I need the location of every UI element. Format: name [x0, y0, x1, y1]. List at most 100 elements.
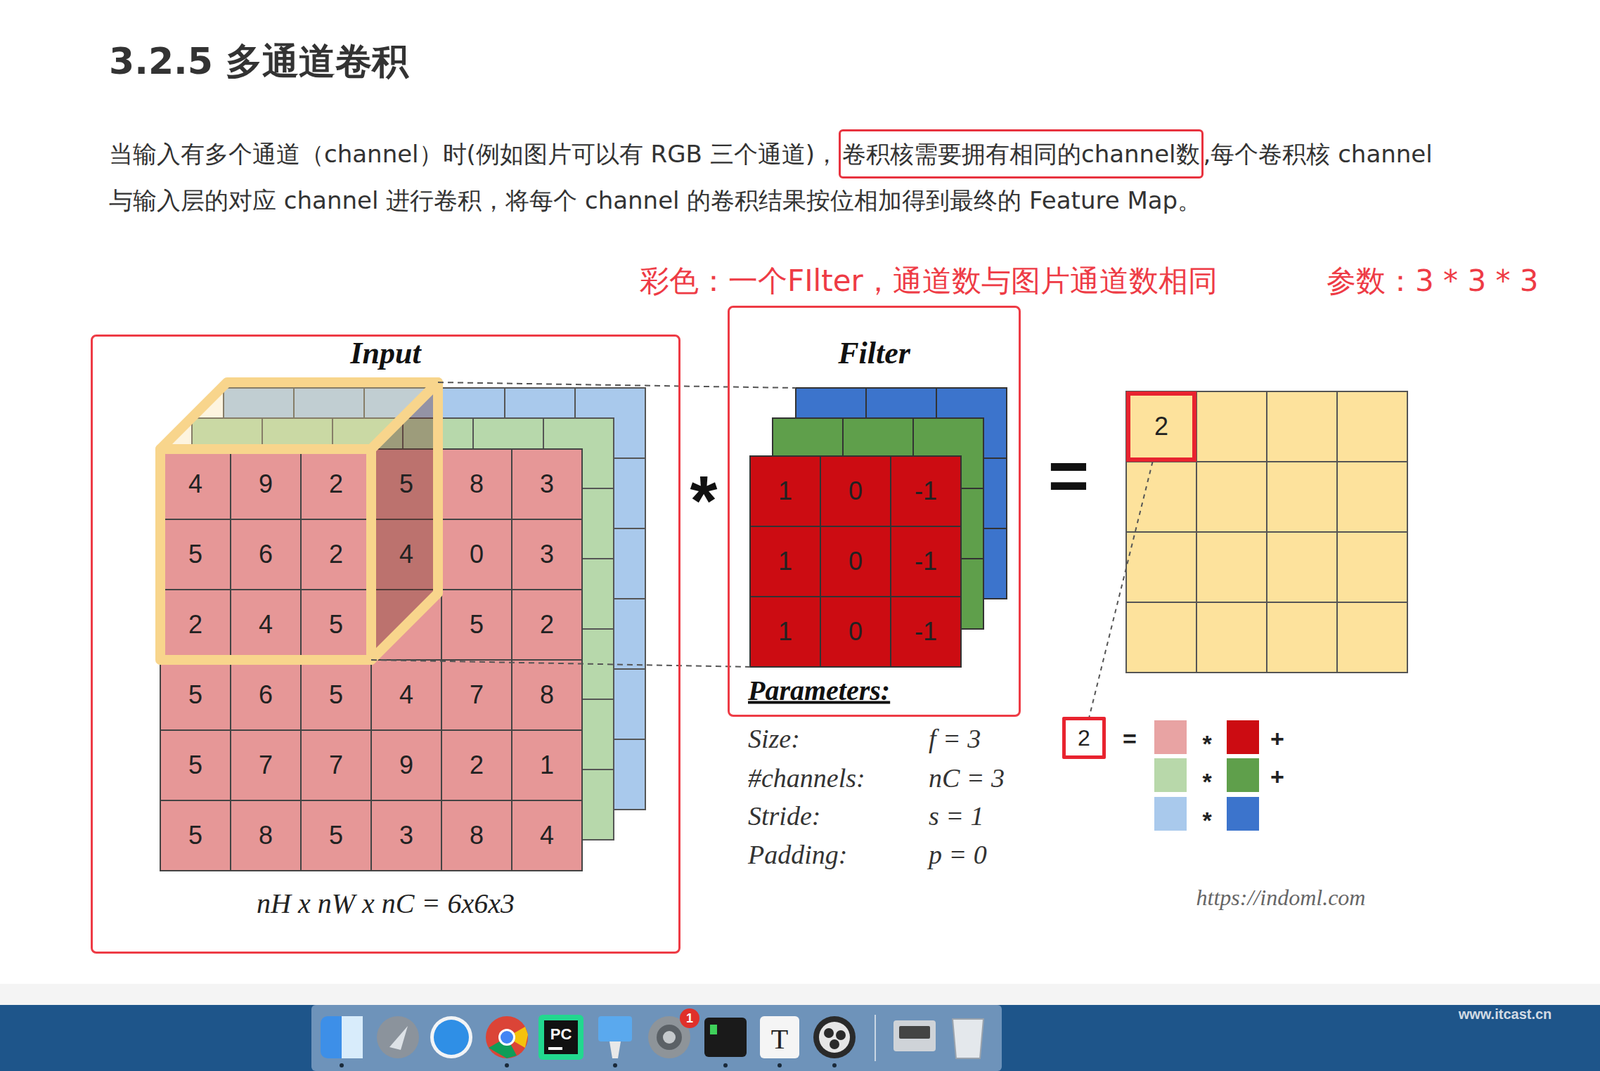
filter-value: 1 — [778, 617, 793, 647]
parameters-heading: Parameters: — [747, 674, 890, 708]
input-red-cell — [511, 519, 583, 590]
result-cell — [1337, 391, 1408, 462]
color-swatch — [1154, 758, 1187, 793]
filter-frame: Filter — [727, 305, 1021, 718]
result-cell — [1196, 461, 1267, 533]
input-red-cell — [230, 660, 301, 731]
input-red-cell — [160, 800, 231, 872]
input-value: 5 — [328, 610, 344, 640]
input-value: 9 — [399, 750, 414, 781]
input-value: 7 — [258, 750, 273, 781]
filter-value: 0 — [848, 546, 863, 577]
input-red-cell — [160, 589, 231, 661]
input-value: 5 — [188, 821, 203, 851]
keynote-icon — [598, 1016, 632, 1042]
input-red-cell — [511, 449, 583, 520]
filter-red-cell — [820, 456, 891, 527]
cube-top-edge — [160, 382, 438, 450]
result-cell — [1266, 602, 1338, 673]
pycharm-icon — [544, 1020, 578, 1055]
obs-icon — [829, 1039, 840, 1050]
highlight-text: 卷积核需要拥有相同的channel数 — [842, 139, 1200, 169]
running-dot — [832, 1063, 837, 1068]
input-red-cell — [371, 660, 442, 731]
input-value: 3 — [539, 539, 554, 570]
input-value: 5 — [188, 750, 203, 781]
color-swatch — [1226, 758, 1260, 793]
filter-red-cell — [750, 456, 821, 527]
value-box: 2 — [1062, 717, 1106, 760]
pycharm-icon — [548, 1047, 563, 1051]
guide-line — [371, 660, 751, 668]
node-heading: 2 — [1154, 411, 1169, 442]
input-value: 8 — [258, 821, 273, 851]
filter-red-cell — [750, 526, 821, 597]
result-cell — [1337, 532, 1408, 603]
equation-symbol: = — [1122, 725, 1137, 753]
input-value: 4 — [399, 680, 414, 711]
input-value: 9 — [258, 469, 273, 500]
input-red-cell — [441, 519, 512, 590]
preferences-icon — [656, 1024, 682, 1051]
obs-icon — [813, 1016, 856, 1059]
input-value: 0 — [469, 539, 484, 570]
result-cell — [1266, 391, 1338, 462]
icon-letters: T — [771, 1022, 789, 1056]
input-red-cell — [300, 519, 372, 590]
taskbar-strip — [0, 1005, 1600, 1071]
input-value: 3 — [399, 821, 414, 851]
filter-value: 1 — [778, 546, 793, 577]
terminal-icon — [704, 1017, 747, 1058]
input-red-cell — [230, 519, 301, 590]
icon-letters: PC — [550, 1025, 573, 1044]
input-red-cell — [511, 730, 583, 801]
notification-badge — [679, 1008, 700, 1029]
filter-red-cell — [890, 526, 961, 597]
input-red-cell — [441, 800, 512, 872]
result-grid — [1126, 391, 1408, 673]
cube-side-edge — [371, 382, 438, 661]
running-dot — [339, 1063, 344, 1068]
input-red-cell — [441, 660, 512, 731]
guide-line — [437, 382, 796, 389]
cube-side — [371, 382, 438, 661]
result-cell — [1126, 461, 1197, 533]
input-red-cell — [441, 449, 512, 520]
operator: * — [690, 465, 718, 536]
running-dot — [723, 1063, 728, 1068]
result-cell — [1196, 532, 1267, 603]
parameter-name: Stride: — [747, 800, 821, 832]
equation-symbol: * — [1202, 807, 1212, 835]
cube-front — [160, 449, 372, 661]
safari-icon — [433, 1020, 469, 1056]
launchpad-icon — [389, 1026, 408, 1051]
parameter-name: Size: — [747, 723, 800, 755]
input-red-cell — [371, 800, 442, 872]
finder-icon — [320, 1016, 363, 1059]
result-cell — [1196, 391, 1267, 462]
running-dot — [777, 1063, 782, 1068]
input-red-cell — [230, 730, 301, 801]
filter-red-cell — [820, 526, 891, 597]
obs-icon — [823, 1028, 834, 1039]
input-value: 5 — [188, 680, 203, 711]
input-red-cell — [300, 660, 372, 731]
input-value: 7 — [328, 750, 344, 781]
dock-panel — [311, 1005, 1002, 1071]
input-value: 7 — [469, 680, 484, 711]
textedit-icon — [759, 1016, 800, 1059]
parameter-name: Padding: — [747, 839, 848, 871]
input-value: 2 — [328, 469, 344, 500]
finder-icon — [341, 1016, 363, 1059]
filter-value: 0 — [848, 476, 863, 507]
annotation: 彩色：一个FIlter，通道数与图片通道数相同 — [639, 261, 1218, 301]
equation-symbol: * — [1202, 768, 1212, 796]
color-swatch — [1226, 797, 1260, 831]
color-swatch — [1154, 797, 1187, 831]
input-value: 8 — [469, 469, 484, 500]
launchpad-icon — [376, 1016, 419, 1059]
disk-icon — [899, 1026, 931, 1040]
node-text: nH x nW x nC = 6x6x3 — [256, 887, 515, 921]
dock-separator — [874, 1015, 876, 1062]
filter-value: -1 — [914, 617, 938, 647]
